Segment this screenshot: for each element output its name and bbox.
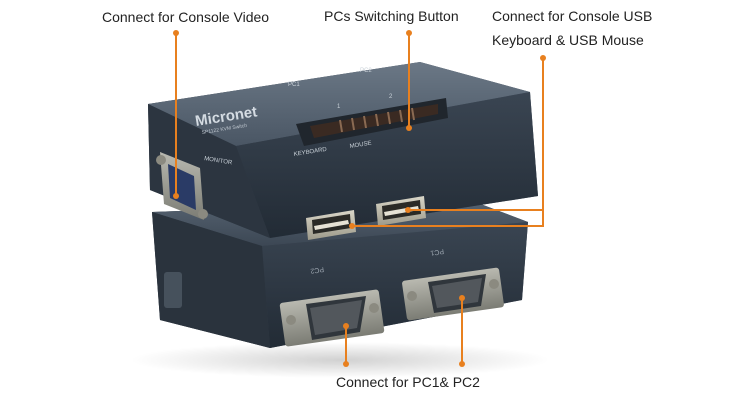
top-label-pc1: PC1 (288, 82, 300, 88)
back-label-pc2: PC2 (310, 265, 325, 274)
callout-switch-button: PCs Switching Button (324, 8, 459, 24)
label-monitor: MONITOR (204, 156, 233, 166)
pc1-vga-port[interactable] (402, 267, 505, 321)
floor-shadow (130, 342, 550, 378)
back-label-pc1: PC1 (430, 247, 445, 256)
top-label-pc2: PC2 (360, 68, 372, 74)
usb-keyboard-port[interactable] (306, 210, 356, 240)
button-mark-2: 2 (389, 94, 393, 100)
label-mouse: MOUSE (349, 141, 372, 150)
upper-unit (148, 62, 538, 238)
callout-pc-ports: Connect for PC1& PC2 (336, 374, 480, 390)
pc2-vga-port[interactable] (279, 289, 385, 347)
callout-console-video: Connect for Console Video (102, 9, 270, 25)
leader-console-usb (352, 58, 544, 227)
callout-console-usb-line2: Keyboard & USB Mouse (492, 32, 644, 48)
button-mark-1: 1 (337, 104, 341, 110)
label-keyboard: KEYBOARD (293, 147, 328, 158)
callout-console-usb-line1: Connect for Console USB (492, 8, 653, 24)
callout-leaders (173, 30, 546, 367)
